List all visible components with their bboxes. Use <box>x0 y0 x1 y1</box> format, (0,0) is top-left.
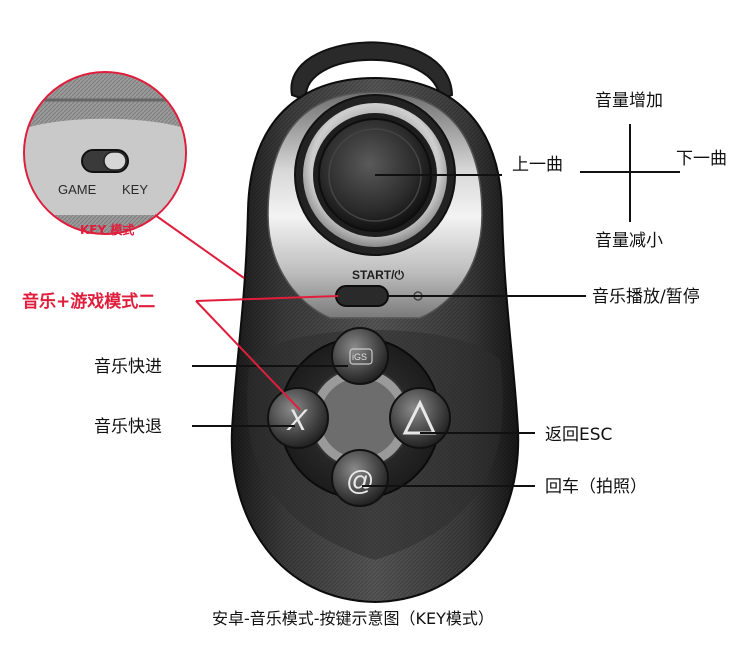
label-enter-photo: 回车（拍照） <box>545 477 647 497</box>
label-music-game-mode2: 音乐+游戏模式二 <box>22 291 155 312</box>
red-leader-lines <box>154 214 339 411</box>
igs-button-label: iGS <box>352 352 367 362</box>
x-button-label: X <box>286 404 308 437</box>
label-back-esc: 返回ESC <box>545 425 612 445</box>
label-volume-down: 音量减小 <box>595 231 663 251</box>
start-label: START/⏻ <box>352 268 404 282</box>
mode-switch-inset: GAME KEY KEY 模式 <box>23 71 187 237</box>
game-mode-label: GAME <box>58 182 97 197</box>
enter-button-label: @ <box>346 465 374 496</box>
triangle-button[interactable] <box>389 387 451 449</box>
diagram-caption: 安卓-音乐模式-按键示意图（KEY模式） <box>212 609 494 628</box>
lanyard-loop <box>290 41 454 102</box>
igs-button[interactable]: iGS <box>331 327 389 385</box>
label-play-pause: 音乐播放/暂停 <box>592 287 700 307</box>
mode-switch[interactable] <box>81 149 129 173</box>
label-next-track: 下一曲 <box>676 149 727 169</box>
label-fast-forward: 音乐快进 <box>94 357 162 377</box>
x-button[interactable]: X <box>267 387 329 449</box>
start-button[interactable] <box>335 285 389 307</box>
button-cluster: iGS X @ <box>267 327 451 507</box>
key-mode-caption: KEY 模式 <box>80 222 134 237</box>
gamepad-device: START/⏻ iGS X <box>230 41 520 604</box>
label-prev-track: 上一曲 <box>512 155 563 175</box>
label-rewind: 音乐快退 <box>94 417 162 437</box>
label-volume-up: 音量增加 <box>595 91 663 111</box>
leader-lines <box>192 124 680 487</box>
enter-button[interactable]: @ <box>331 449 389 507</box>
key-mode-label: KEY <box>122 182 148 197</box>
